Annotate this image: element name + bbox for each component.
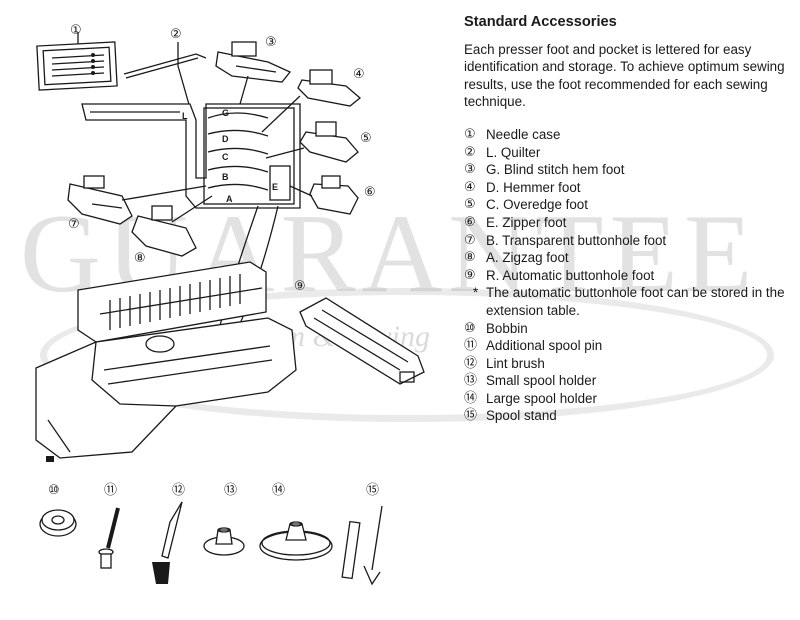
item-label: Spool stand [486, 408, 557, 424]
callout-4: ④ [353, 67, 365, 82]
callout-8: ⑧ [134, 251, 146, 266]
auto-buttonhole-foot-drawing [299, 297, 425, 385]
list-item: ② L. Quilter [464, 144, 794, 162]
list-item: ⑫ Lint brush [464, 355, 794, 373]
callout-15: ⑮ [366, 483, 379, 498]
lint-brush-drawing [152, 501, 183, 584]
callout-10: ⑩ [48, 483, 60, 498]
callout-2: ② [170, 27, 182, 42]
item-number: ⑭ [464, 390, 478, 406]
hemmer-foot-drawing [261, 69, 362, 133]
section-heading: Standard Accessories [464, 14, 617, 30]
callout-7: ⑦ [68, 217, 80, 232]
item-label: Large spool holder [486, 390, 597, 406]
callout-14: ⑭ [272, 483, 285, 498]
list-item: ⑩ Bobbin [464, 320, 794, 338]
svg-text:L: L [182, 111, 188, 121]
list-item: ④ D. Hemmer foot [464, 179, 794, 197]
pocket-letter-d: D [222, 134, 229, 144]
list-item: ⑭ Large spool holder [464, 390, 794, 408]
intro-paragraph: Each presser foot and pocket is lettered… [464, 41, 785, 110]
list-item: ③ G. Blind stitch hem foot [464, 161, 794, 179]
pocket-letter-c: C [222, 152, 229, 162]
list-item: ① Needle case [464, 126, 794, 144]
large-spool-holder-drawing [259, 521, 333, 561]
callout-3: ③ [265, 35, 277, 50]
list-item: ⑥ E. Zipper foot [464, 214, 794, 232]
item-number: ⑧ [464, 250, 476, 266]
list-item: ⑬ Small spool holder [464, 372, 794, 390]
storage-note: * The automatic buttonhole foot can be st… [464, 284, 794, 319]
item-number: ② [464, 144, 476, 160]
item-label: Lint brush [486, 355, 545, 371]
callout-6: ⑥ [364, 185, 376, 200]
item-number: ③ [464, 162, 476, 178]
sewing-machine-drawing [35, 261, 297, 462]
item-label: R. Automatic buttonhole foot [486, 267, 655, 283]
note-marker: * [473, 285, 479, 301]
pocket-letter-a: A [226, 194, 233, 204]
callout-11: ⑪ [104, 483, 117, 498]
accessory-list: ① Needle case ② L. Quilter ③ G. Blind stitc… [464, 126, 794, 425]
note-text: The automatic buttonhole foot can be sto… [486, 285, 785, 318]
item-number: ⑫ [464, 355, 478, 371]
item-number: ⑥ [464, 214, 476, 230]
needle-case-drawing [36, 32, 118, 91]
buttonhole-foot-drawing [67, 175, 207, 225]
item-number: ⑪ [464, 338, 478, 354]
bobbin-drawing [39, 509, 77, 537]
item-number: ⑨ [464, 267, 476, 283]
blind-stitch-foot-drawing [215, 41, 292, 105]
callout-12: ⑫ [172, 483, 185, 498]
item-label: Small spool holder [486, 373, 597, 389]
spool-stand-drawing [341, 505, 383, 586]
accessories-illustration: ① ② L G D C B E A ③ ④ [35, 23, 425, 586]
list-item: ⑧ A. Zigzag foot [464, 249, 794, 267]
list-item: ⑦ B. Transparent buttonhole foot [464, 232, 794, 250]
item-label: C. Overedge foot [486, 197, 588, 213]
small-spool-holder-drawing [203, 527, 245, 556]
item-number: ⑮ [464, 408, 478, 424]
overedge-foot-drawing [265, 121, 359, 163]
pocket-letter-e: E [272, 182, 278, 192]
pocket-letter-b: B [222, 172, 229, 182]
callout-9: ⑨ [294, 279, 306, 294]
accessories-text-panel: Standard Accessories Each presser foot a… [464, 14, 794, 425]
spool-pin-drawing [98, 507, 120, 569]
list-item: ⑮ Spool stand [464, 407, 794, 425]
list-item: ⑪ Additional spool pin [464, 337, 794, 355]
item-label: Needle case [486, 126, 561, 142]
callout-1: ① [70, 23, 82, 38]
item-label: A. Zigzag foot [486, 250, 569, 266]
zipper-foot-drawing [289, 175, 359, 215]
item-label: L. Quilter [486, 144, 541, 160]
item-number: ⑬ [464, 373, 478, 389]
extension-table-drawing: L G D C B E A [81, 103, 301, 209]
item-label: B. Transparent buttonhole foot [486, 232, 667, 248]
list-item: ⑤ C. Overedge foot [464, 196, 794, 214]
item-number: ① [464, 126, 476, 142]
item-label: G. Blind stitch hem foot [486, 162, 625, 178]
item-number: ⑤ [464, 197, 476, 213]
list-item: ⑨ R. Automatic buttonhole foot [464, 267, 794, 285]
item-number: ⑦ [464, 232, 476, 248]
item-label: D. Hemmer foot [486, 179, 581, 195]
item-label: E. Zipper foot [486, 214, 567, 230]
item-label: Additional spool pin [486, 338, 603, 354]
item-number: ⑩ [464, 320, 476, 336]
quilter-drawing [123, 42, 207, 109]
zigzag-foot-drawing [131, 195, 213, 257]
pocket-letter-g: G [222, 108, 229, 118]
item-label: Bobbin [486, 320, 528, 336]
callout-5: ⑤ [360, 131, 372, 146]
item-number: ④ [464, 179, 476, 195]
callout-13: ⑬ [224, 483, 237, 498]
